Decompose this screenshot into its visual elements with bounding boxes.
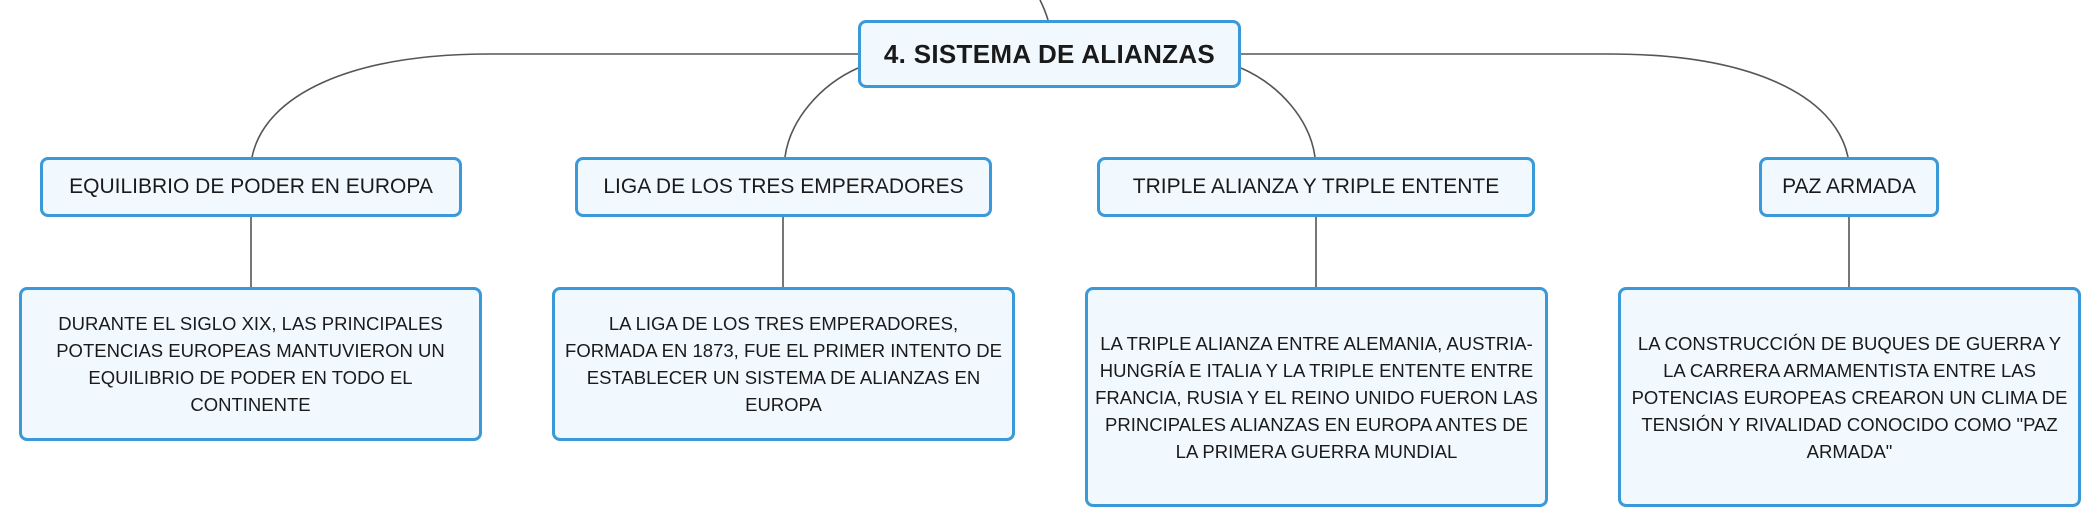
branch-node-label: TRIPLE ALIANZA Y TRIPLE ENTENTE [1132, 175, 1500, 198]
detail-node-text: LA LIGA DE LOS TRES EMPERADORES, FORMADA… [565, 313, 1002, 415]
branch-node-label: EQUILIBRIO DE PODER EN EUROPA [69, 175, 433, 198]
detail-node-text: LA TRIPLE ALIANZA ENTRE ALEMANIA, AUSTRI… [1095, 332, 1538, 462]
detail-node-paz-armada[interactable]: LA CONSTRUCCIÓN DE BUQUES DE GUERRA Y LA… [1618, 287, 2081, 507]
detail-node-text: DURANTE EL SIGLO XIX, LAS PRINCIPALES PO… [56, 313, 445, 415]
detail-node-equilibrio[interactable]: DURANTE EL SIGLO XIX, LAS PRINCIPALES PO… [19, 287, 482, 441]
branch-node-liga[interactable]: LIGA DE LOS TRES EMPERADORES [575, 157, 992, 217]
detail-node-triple[interactable]: LA TRIPLE ALIANZA ENTRE ALEMANIA, AUSTRI… [1085, 287, 1548, 507]
branch-node-paz-armada[interactable]: PAZ ARMADA [1759, 157, 1939, 217]
connector-parent [1039, 0, 1049, 21]
connector-root-branch-3 [1240, 67, 1316, 158]
branch-node-triple[interactable]: TRIPLE ALIANZA Y TRIPLE ENTENTE [1097, 157, 1535, 217]
connector-root-branch-1 [251, 53, 858, 158]
connector-root-branch-2 [784, 67, 859, 158]
detail-node-liga[interactable]: LA LIGA DE LOS TRES EMPERADORES, FORMADA… [552, 287, 1015, 441]
branch-node-equilibrio[interactable]: EQUILIBRIO DE PODER EN EUROPA [40, 157, 462, 217]
branch-node-label: LIGA DE LOS TRES EMPERADORES [603, 175, 964, 198]
detail-node-text: LA CONSTRUCCIÓN DE BUQUES DE GUERRA Y LA… [1631, 332, 2068, 462]
branch-node-label: PAZ ARMADA [1782, 175, 1916, 198]
connector-root-branch-4 [1241, 53, 1849, 158]
root-node-label: 4. SISTEMA DE ALIANZAS [883, 38, 1216, 69]
root-node[interactable]: 4. SISTEMA DE ALIANZAS [858, 20, 1241, 88]
